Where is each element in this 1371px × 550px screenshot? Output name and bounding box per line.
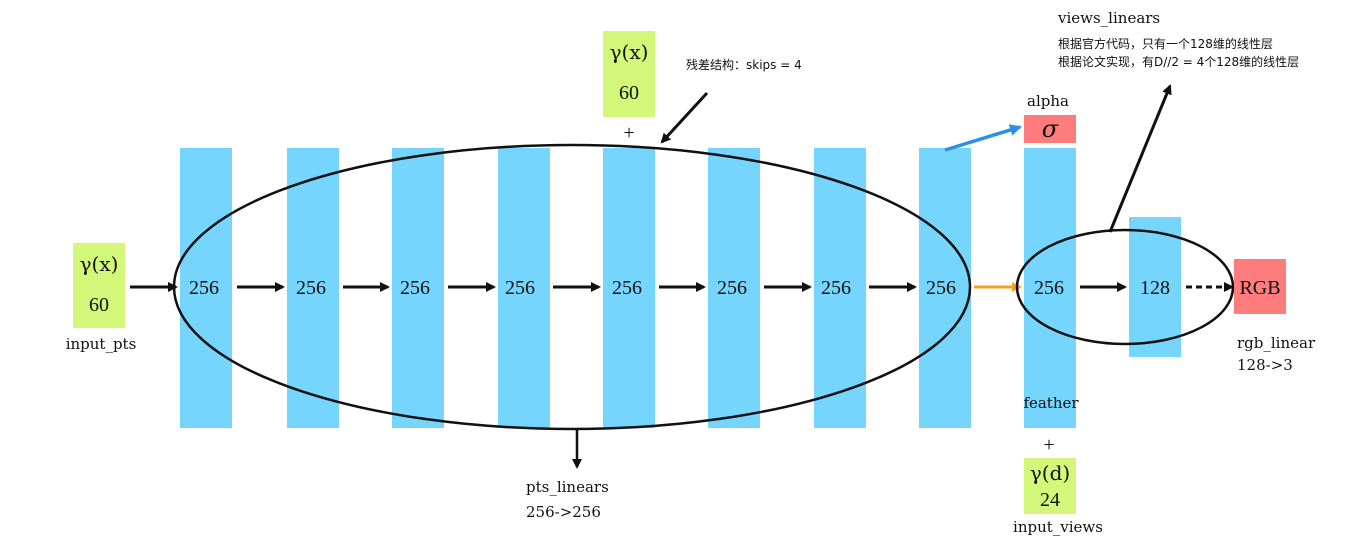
pts-layer-8 <box>919 148 971 428</box>
input-views-label: input_views <box>1013 518 1103 536</box>
alpha-box <box>1024 115 1076 143</box>
input-views-box <box>1024 458 1076 514</box>
pts-layer-2-label: 256 <box>296 277 326 299</box>
skip-input-dim: 60 <box>619 82 639 104</box>
input-views-node: γ(d) 24 input_views <box>1013 458 1103 536</box>
input-views-dim: 24 <box>1040 489 1060 511</box>
views-linears-pointer <box>1108 84 1172 233</box>
pts-layer-3 <box>392 148 444 428</box>
rgb-sub-2: 128->3 <box>1237 356 1293 374</box>
views-linears-ellipse <box>1015 228 1235 346</box>
pts-layer-6 <box>708 148 760 428</box>
views-layer-label: 128 <box>1140 277 1170 299</box>
pts-layer-4 <box>498 148 550 428</box>
pts-layer-3-label: 256 <box>400 277 430 299</box>
pts-layer-7 <box>814 148 866 428</box>
views-layer <box>1129 217 1181 357</box>
input-pts-dim: 60 <box>89 294 109 316</box>
pts-layer-8-label: 256 <box>926 277 956 299</box>
skip-input-box <box>603 31 655 117</box>
pts-linears-label: pts_linears <box>526 478 609 496</box>
skip-input-symbol: γ(x) <box>610 40 649 64</box>
pts-linears-ellipse <box>172 143 972 431</box>
rgb-sub-1: rgb_linear <box>1237 334 1316 352</box>
views-linears-note-1: 根据官方代码，只有一个128维的线性层 <box>1058 36 1273 51</box>
feature-layer-label: 256 <box>1034 277 1064 299</box>
pts-layer-1-label: 256 <box>189 277 219 299</box>
input-pts-symbol: γ(x) <box>80 252 119 276</box>
arrow-to-alpha <box>944 124 1022 152</box>
input-pts-label: input_pts <box>66 335 137 353</box>
pts-layer-stack: 256 256 256 256 256 256 256 256 <box>180 148 971 428</box>
views-linears-note-2: 根据论文实现，有D//2 = 4个128维的线性层 <box>1058 54 1299 69</box>
skip-input-node: γ(x) 60 + <box>603 31 655 144</box>
rgb-label: RGB <box>1239 277 1280 299</box>
skip-note-pointer <box>660 91 709 144</box>
feature-layer <box>1024 148 1076 428</box>
skip-note: 残差结构：skips = 4 <box>686 57 802 72</box>
pts-linears-sub: 256->256 <box>526 503 601 521</box>
pts-layer-2 <box>287 148 339 428</box>
rgb-box <box>1234 259 1286 314</box>
pts-layer-5-label: 256 <box>612 277 642 299</box>
views-linears-title: views_linears <box>1057 9 1160 27</box>
pts-layer-1 <box>180 148 232 428</box>
skip-input-plus: + <box>623 122 634 144</box>
input-pts-node: γ(x) 60 input_pts <box>66 243 137 353</box>
feather-label: feather <box>1023 394 1079 412</box>
input-pts-box <box>73 243 125 328</box>
pts-layer-6-label: 256 <box>717 277 747 299</box>
alpha-label: alpha <box>1027 92 1069 110</box>
alpha-symbol: σ <box>1042 115 1059 143</box>
pts-layer-5 <box>603 148 655 428</box>
pts-layer-4-label: 256 <box>505 277 535 299</box>
input-views-symbol: γ(d) <box>1030 461 1070 485</box>
feather-plus: + <box>1043 434 1054 456</box>
pts-layer-7-label: 256 <box>821 277 851 299</box>
